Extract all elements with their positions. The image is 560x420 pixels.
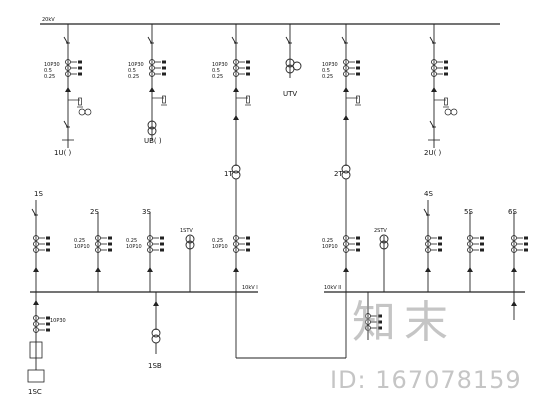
bay1-ct-label-a: 10P30: [44, 62, 60, 68]
watermark-logo: 知末: [352, 297, 456, 348]
fdr2-ct-a: 0.25: [74, 238, 85, 244]
bay-4: 10P30 0.5 0.25: [322, 24, 362, 166]
bay4-ct-label-c: 0.25: [322, 74, 333, 80]
inc2-ct-b: 10P10: [322, 244, 338, 250]
bay3-ct-label-b: 0.5: [212, 68, 220, 74]
fdr2-label: 2S: [90, 208, 99, 216]
fdr1-label: 1S: [34, 190, 43, 198]
fdr3-ct-a: 0.25: [126, 238, 137, 244]
station-label: 1SB: [148, 362, 162, 370]
fdr5-label: 5S: [464, 208, 473, 216]
bay2-ct-label-c: 0.25: [128, 74, 139, 80]
feeder-5s: 5S: [464, 208, 485, 292]
bay-1: 10P30 0.5 0.25 1U( ): [44, 24, 92, 157]
bl-ct-a: 10P30: [50, 318, 66, 324]
tv-1: 1STV: [180, 228, 195, 292]
bay3-ct-label-a: 10P30: [212, 62, 228, 68]
utv-bay: UTV: [283, 24, 302, 98]
fdr2-ct-b: 10P10: [74, 244, 90, 250]
bottom-left-bay: 10P30 1SC: [27, 292, 66, 396]
bottom-left-label: 1SC: [28, 388, 42, 396]
bay-3: 10P30 0.5 0.25: [212, 24, 252, 166]
feeder-1s: 1S: [31, 190, 51, 292]
fdr3-label: 3S: [142, 208, 151, 216]
feeder-2s: 2S 0.25 10P10: [74, 208, 113, 292]
top-voltage-label: 20kV: [42, 17, 55, 23]
watermark-id: ID: 167078159: [330, 366, 522, 394]
fdr6-label: 6S: [508, 208, 517, 216]
bay5-name: 2U( ): [424, 149, 442, 157]
bay1-ct-label-b: 0.5: [44, 68, 52, 74]
tv-2: 2STV: [374, 228, 389, 292]
feeder-3s: 3S 0.25 10P10: [126, 208, 165, 292]
fdr3-ct-b: 10P10: [126, 244, 142, 250]
feeder-6s: 6S: [508, 208, 529, 292]
fdr4-label: 4S: [424, 190, 433, 198]
inc1-ct-a: 0.25: [212, 238, 223, 244]
bay2-ct-label-b: 0.5: [128, 68, 136, 74]
inc2-ct-a: 0.25: [322, 238, 333, 244]
station-transformer: 1SB: [148, 292, 162, 370]
bay4-ct-label-a: 10P30: [322, 62, 338, 68]
tr1-label: 1T: [224, 170, 233, 178]
bay2-ct-label-a: 10P30: [128, 62, 144, 68]
bay-2: 10P30 0.5 0.25 UB( ): [128, 24, 168, 145]
bay3-ct-label-c: 0.25: [212, 74, 223, 80]
tv2-label: 2STV: [374, 228, 387, 234]
bay1-name: 1U( ): [54, 149, 72, 157]
bottom-right-bay: [365, 292, 517, 340]
transformer-2t: 2T: [334, 164, 351, 358]
bay2-name: UB( ): [144, 137, 162, 145]
bay1-ct-label-c: 0.25: [44, 74, 55, 80]
bus1-label: 10kV I: [242, 285, 258, 291]
utv-label: UTV: [283, 90, 297, 98]
tr2-label: 2T: [334, 170, 343, 178]
bus2-label: 10kV II: [324, 285, 341, 291]
transformer-1t: 1T: [224, 164, 241, 358]
bay-5: 2U( ): [424, 24, 458, 157]
incomer-1: 0.25 10P10: [212, 235, 251, 272]
bay4-ct-label-b: 0.5: [322, 68, 330, 74]
feeder-4s: 4S: [423, 190, 443, 292]
inc1-ct-b: 10P10: [212, 244, 228, 250]
incomer-2: 0.25 10P10: [322, 235, 361, 272]
tv1-label: 1STV: [180, 228, 193, 234]
